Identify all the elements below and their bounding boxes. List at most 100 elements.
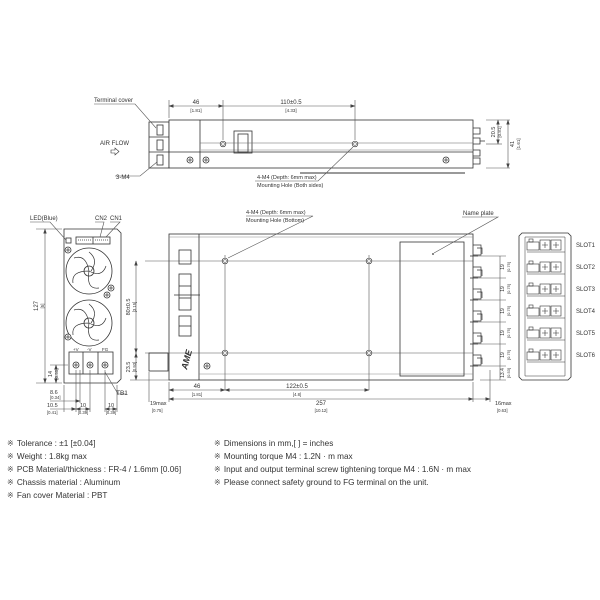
mount-hole-icon — [351, 140, 359, 148]
slot-label: SLOT4 — [576, 309, 596, 315]
bottom-mount-hole-label-1: 4-M4 (Depth: 6mm max) — [246, 210, 306, 216]
screw-icon — [103, 291, 111, 299]
mount-hole-icon — [365, 257, 373, 265]
side-mount-hole-label-2: Mounting Hole (Both sides) — [257, 183, 324, 189]
notes-left: ※Tolerance : ±1 [±0.04] ※Weight : 1.8kg … — [7, 437, 181, 502]
tb1-label: TB1 — [116, 390, 128, 397]
note-mounting-torque: ※Mounting torque M4 : 1.2N · m max — [214, 452, 353, 461]
dim-10-5: 10.5 — [47, 403, 58, 409]
svg-text:[0.75]: [0.75] — [506, 262, 511, 272]
dim-122-in: [4.8] — [293, 392, 301, 397]
slot-label: SLOT2 — [576, 265, 596, 271]
dim-41: 41 — [510, 141, 516, 147]
note-terminal-torque: ※Input and output terminal screw tighten… — [214, 465, 471, 474]
dim-110: 110±0.5 — [280, 100, 302, 106]
svg-text:[0.75]: [0.75] — [506, 306, 511, 316]
slot-label: SLOT6 — [576, 353, 596, 359]
air-flow-label: AIR FLOW — [100, 141, 129, 147]
slot-pitch-dims: 19 [0.75] 19 [0.75] 19 [0.75] 19 [0.75] … — [500, 262, 511, 378]
slot-labels: SLOT1 SLOT2 SLOT3 SLOT4 SLOT5 SLOT6 — [576, 243, 596, 359]
svg-text:[0.53]: [0.53] — [506, 368, 511, 378]
screw-icon — [442, 156, 450, 164]
rear-view — [518, 232, 572, 381]
mechanical-drawing: 46 [1.81] 110±0.5 [4.33] 20.5 [0.81] 41 … — [30, 98, 596, 415]
terminal-screw-icon — [86, 361, 94, 369]
name-plate-label: Name plate — [463, 211, 494, 217]
dim-10a-in: [0.39] — [78, 410, 88, 415]
dim-10a: 10 — [80, 403, 86, 409]
terminal-mark-fg: FG — [102, 347, 109, 352]
dim-46: 46 — [193, 100, 200, 106]
side-mount-hole-label-1: 4-M4 (Depth: 6mm max) — [257, 175, 317, 181]
dim-10b: 10 — [108, 403, 114, 409]
screw-icon — [64, 333, 72, 341]
dim-80-in: [3.15] — [132, 302, 137, 312]
svg-text:[0.75]: [0.75] — [506, 284, 511, 294]
dim-top-46-in: [1.81] — [192, 392, 202, 397]
svg-text:19: 19 — [500, 330, 506, 336]
dim-19max: 19max — [150, 401, 167, 407]
note-weight: ※Weight : 1.8kg max — [7, 452, 87, 461]
terminal-mark-neg: -V — [87, 347, 92, 352]
svg-text:19: 19 — [500, 264, 506, 270]
svg-text:[0.75]: [0.75] — [506, 350, 511, 360]
cn2-label: CN2 — [95, 216, 108, 222]
slot-label: SLOT1 — [576, 243, 596, 249]
dim-41-in: [1.61] — [516, 138, 521, 149]
front-view — [63, 228, 122, 384]
dim-19max-in: [0.75] — [152, 408, 162, 413]
terminal-screw-icon — [101, 361, 109, 369]
svg-text:19: 19 — [500, 352, 506, 358]
name-plate-dot — [432, 253, 434, 255]
dim-23-5-in: [0.93] — [132, 362, 137, 372]
dim-8-6-in: [0.34] — [50, 395, 60, 400]
notes-right: ※Dimensions in mm,[ ] = inches ※Mounting… — [214, 437, 471, 489]
note-fan-cover-material: ※Fan cover Material : PBT — [7, 491, 108, 500]
note-pcb-material: ※PCB Material/thickness : FR-4 / 1.6mm [… — [7, 465, 182, 474]
dim-20-5: 20.5 — [491, 127, 497, 138]
note-dimensions-units: ※Dimensions in mm,[ ] = inches — [214, 439, 334, 448]
screw-icon — [202, 156, 210, 164]
note-tolerance: ※Tolerance : ±1 [±0.04] — [7, 439, 96, 448]
terminal-cover-label: Terminal cover — [94, 98, 133, 104]
note-chassis-material: ※Chassis material : Aluminum — [7, 478, 121, 487]
dim-127: 127 — [34, 300, 40, 311]
svg-text:[0.75]: [0.75] — [506, 328, 511, 338]
dim-14: 14 — [48, 371, 54, 377]
dim-14-in: [0.55] — [54, 368, 59, 379]
dim-16max-in: [0.63] — [497, 408, 507, 413]
screw-icon — [107, 284, 115, 292]
dim-110-in: [4.33] — [285, 108, 296, 113]
dim-80: 80±0.5 — [126, 299, 132, 316]
top-view — [145, 233, 483, 390]
slot-label: SLOT3 — [576, 287, 596, 293]
svg-text:19: 19 — [500, 308, 506, 314]
dim-10b-in: [0.39] — [106, 410, 116, 415]
dim-257-in: [10.12] — [315, 408, 328, 413]
air-flow-arrow-icon — [110, 147, 120, 156]
terminal-screw-icon — [72, 361, 80, 369]
dim-127-in: [5] — [40, 303, 45, 308]
screw-icon — [186, 156, 194, 164]
side-view — [148, 119, 485, 174]
dim-122: 122±0.5 — [286, 384, 308, 390]
mount-hole-icon — [221, 257, 229, 265]
terminal-mark-pos: +V — [73, 347, 79, 352]
led-label: LED(Blue) — [30, 216, 58, 222]
dim-20-5-in: [0.81] — [497, 126, 502, 137]
dim-257: 257 — [316, 401, 327, 407]
dim-top-46: 46 — [194, 384, 201, 390]
svg-text:13.4: 13.4 — [500, 368, 506, 378]
dim-16max: 16max — [495, 401, 512, 407]
screw-icon — [64, 246, 72, 254]
note-safety-ground: ※Please connect safety ground to FG term… — [214, 478, 429, 487]
cn1-label: CN1 — [110, 216, 123, 222]
dim-8-6: 8.6 — [50, 390, 58, 396]
mount-hole-icon — [365, 349, 373, 357]
dim-46-in: [1.81] — [190, 108, 201, 113]
svg-text:19: 19 — [500, 286, 506, 292]
bottom-mount-hole-label-2: Mounting Hole (Bottom) — [246, 218, 304, 224]
screw-icon — [203, 362, 211, 370]
dim-10-5-in: [0.41] — [47, 410, 57, 415]
screw-label: 3-M4 — [116, 175, 130, 181]
